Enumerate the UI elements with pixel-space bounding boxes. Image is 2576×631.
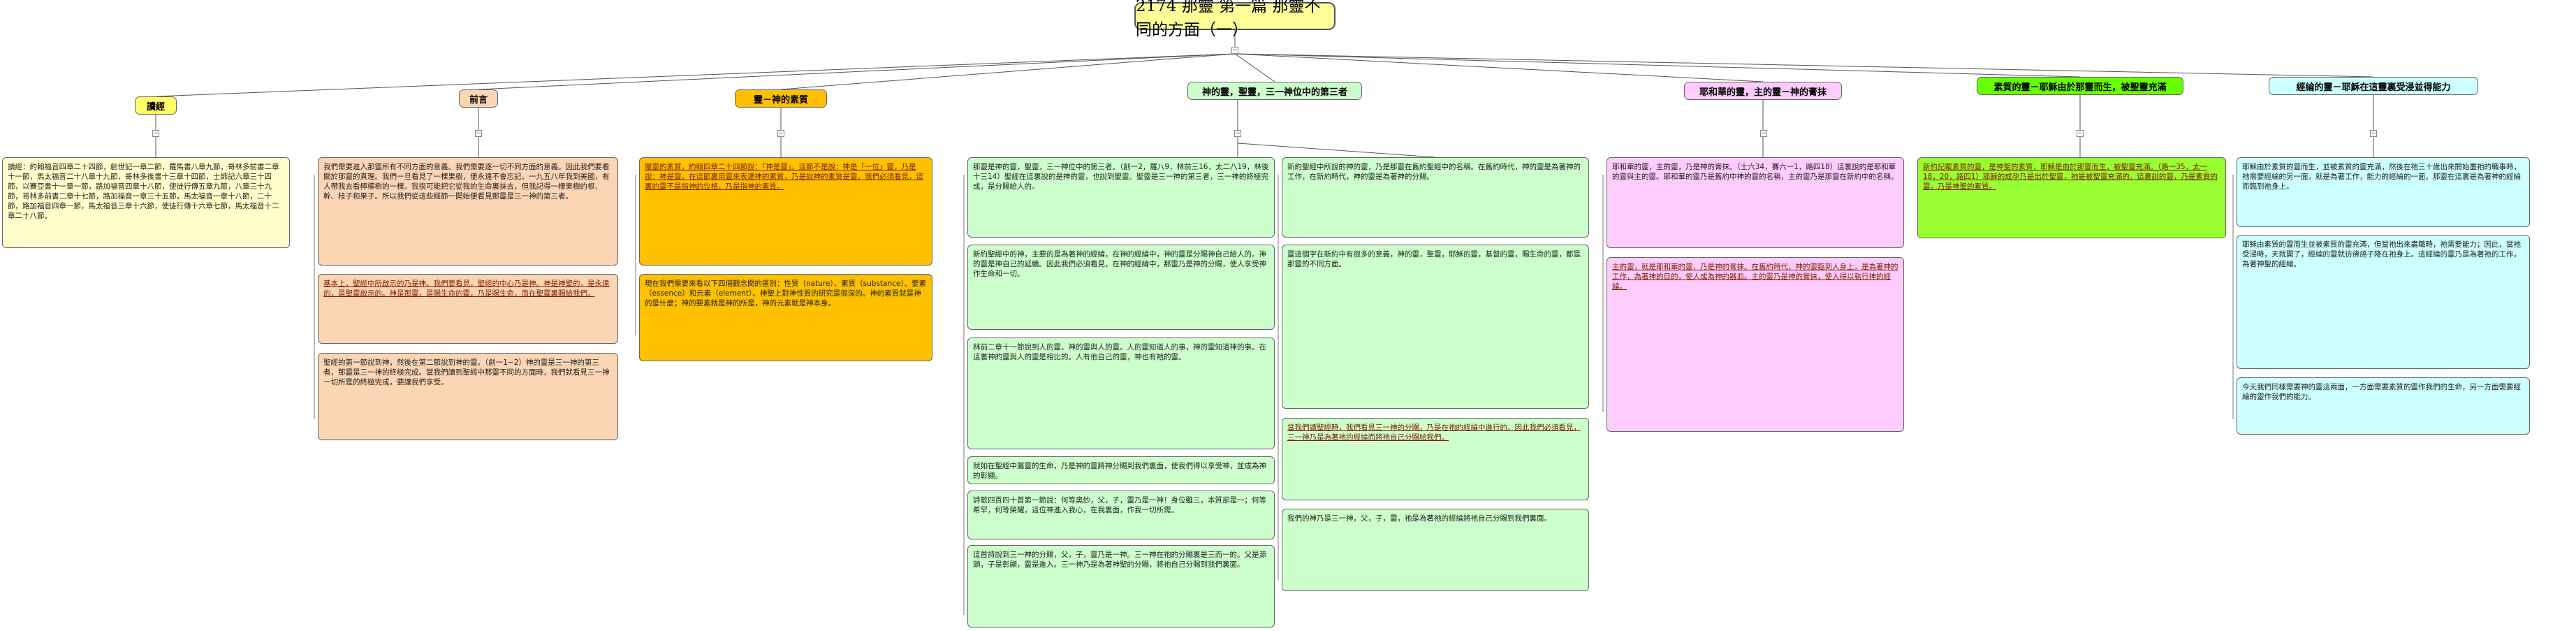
branch-header-spirit-of-god[interactable]: 神的靈，聖靈，三一神位中的第三者 (1187, 82, 1362, 100)
note-spirit-of-god-2[interactable]: 新約聖經中的神，主要的是為著神的經綸，在神的經綸中，神的靈是分賜神自己給人的。神… (967, 245, 1275, 330)
branch-header-essential-spirit[interactable]: 素質的靈－耶穌由於那靈而生，被聖靈充滿 (1977, 77, 2183, 95)
branch-header-economical-spirit[interactable]: 經綸的靈－耶穌在這靈裏受浸並得能力 (2269, 77, 2478, 95)
branch-collapse-toggle[interactable]: − (1234, 130, 1241, 137)
root-collapse-toggle[interactable]: − (1231, 47, 1238, 54)
branch-collapse-toggle[interactable]: − (475, 130, 482, 137)
note-spirit-of-god-3[interactable]: 林前二章十一節說到人的靈，神的靈與人的靈。人的靈知道人的事，神的靈知道神的事。在… (967, 338, 1275, 449)
note-spirit-of-god-9[interactable]: 當我們讀聖經時，我們看見三一神的分賜，乃是在祂的經綸中進行的。因此我們必須看見，… (1282, 418, 1589, 500)
note-preface-3[interactable]: 聖經的第一節說到神，然後在第二節說到神的靈。（創一1~2）神的靈是三一神的第三者… (318, 353, 618, 440)
note-spirit-of-god-7[interactable]: 新約聖經中所說的神的靈，乃是那靈在舊約聖經中的名稱。在舊約時代，神的靈是為著神的… (1282, 157, 1589, 238)
branch-collapse-toggle[interactable]: − (777, 130, 784, 137)
note-anointing-1[interactable]: 耶和華的靈，主的靈，乃是神的膏抹。（士六34，賽六一1，路四18）這裏說的是耶和… (1607, 157, 1904, 248)
branch-link (1234, 53, 2374, 78)
note-preface-1[interactable]: 我們需要進入那靈所有不同方面的意義。我們需要逐一切不同方面的意義。因此我們要看關… (318, 157, 618, 266)
branch-link (478, 53, 1236, 90)
note-economical-spirit-1[interactable]: 耶穌由於素質的靈而生，並被素質的靈充滿，然後在祂三十歲出來開始盡祂的職事時，祂需… (2237, 157, 2530, 227)
header-to-note (1237, 143, 1436, 158)
branch-header-scripture[interactable]: 讀經 (135, 96, 177, 115)
branch-link (780, 53, 1236, 90)
branch-link (1234, 53, 1764, 82)
note-economical-spirit-3[interactable]: 今天我們同樣需要神的靈這兩面，一方面需要素質的靈作我們的生命，另一方面需要經綸的… (2237, 377, 2530, 435)
note-essence-2[interactable]: 現在我們需要來看以下四個觀念間的區別：性質（nature）、素質（substan… (639, 274, 932, 361)
branch-collapse-toggle[interactable]: − (1760, 130, 1767, 137)
note-anointing-2[interactable]: 主的靈，就是耶和華的靈，乃是神的膏抹。在舊約時代，神的靈臨到人身上，是為著神的工… (1607, 257, 1904, 432)
note-scripture-1[interactable]: 讀經：約翰福音四章二十四節，創世記一章二節，羅馬書八章九節，哥林多前書二章十一節… (2, 157, 290, 248)
branch-collapse-toggle[interactable]: − (2370, 130, 2377, 137)
note-spirit-of-god-1[interactable]: 那靈是神的靈，聖靈，三一神位中的第三者。（創一2，羅八9，林前三16，太二八19… (967, 157, 1275, 238)
branch-header-anointing[interactable]: 耶和華的靈，主的靈－神的膏抹 (1684, 82, 1842, 100)
branch-link (155, 53, 1236, 97)
note-spirit-of-god-4[interactable]: 就如在聖經中屬靈的生命，乃是神的靈將神分賜到我們裏面，使我們得以享受神，並成為神… (967, 456, 1275, 484)
branch-link (1234, 53, 1275, 82)
branch-header-essence[interactable]: 靈－神的素質 (735, 89, 827, 108)
branch-collapse-toggle[interactable]: − (152, 130, 159, 137)
note-essence-1[interactable]: 屬靈的素質，約翰四章二十四節說：「神是靈」。這節不是說：神是「一位」靈，乃是說：… (639, 157, 932, 266)
note-spirit-of-god-8[interactable]: 靈這個字在新約中有很多的意義，神的靈，聖靈，耶穌的靈，基督的靈，賜生命的靈，都是… (1282, 245, 1589, 409)
note-spirit-of-god-10[interactable]: 我們的神乃是三一神，父，子，靈，祂是為著祂的經綸將祂自己分賜到我們裏面。 (1282, 509, 1589, 591)
note-spirit-of-god-5[interactable]: 詩歌四百四十首第一節說：何等奧妙，父，子，靈乃是一神！身位雖三，本質卻是一；何等… (967, 491, 1275, 539)
note-essential-spirit-1[interactable]: 新約記載素質的靈，是神聖的素質，耶穌是由於那靈而生，被聖靈充滿。（路一35，太一… (1917, 157, 2226, 238)
note-preface-2[interactable]: 基本上，聖經中所啟示的乃是神，我們要看見，聖經的中心乃是神。神是神聖的，是永遠的… (318, 274, 618, 344)
branch-header-preface[interactable]: 前言 (459, 89, 498, 108)
note-spirit-of-god-6[interactable]: 這首詩說到三一神的分賜，父，子，靈乃是一神。三一神在祂的分賜裏是三而一的。父是源… (967, 545, 1275, 628)
branch-collapse-toggle[interactable]: − (2077, 130, 2084, 137)
note-economical-spirit-2[interactable]: 耶穌由素質的靈而生並被素質的靈充滿，但當祂出來盡職時，祂需要能力；因此，當祂受浸… (2237, 235, 2530, 369)
branch-link (1234, 53, 2081, 78)
root-title: 2174 那靈 第一篇 那靈不同的方面（一） (1136, 0, 1321, 39)
root-topic[interactable]: 2174 那靈 第一篇 那靈不同的方面（一） (1134, 0, 1335, 39)
